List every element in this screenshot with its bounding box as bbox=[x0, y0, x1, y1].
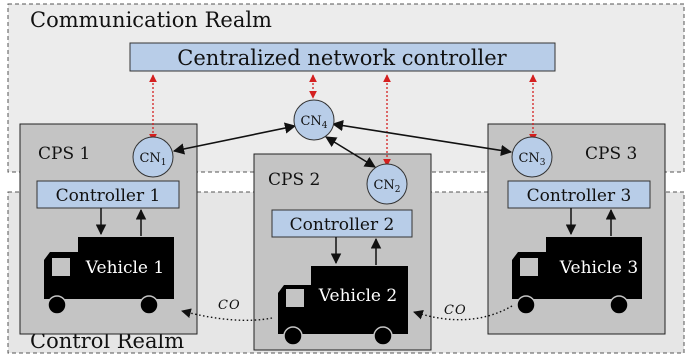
communication-realm-label: Communication Realm bbox=[30, 8, 272, 32]
cn3-subscript: 3 bbox=[540, 158, 546, 168]
svg-text:CN1: CN1 bbox=[139, 151, 166, 168]
controller-2-label: Controller 2 bbox=[290, 215, 395, 235]
controller-3-label: Controller 3 bbox=[527, 186, 632, 206]
controller-1-label: Controller 1 bbox=[56, 186, 161, 206]
cn1-node: CN1 bbox=[132, 136, 174, 178]
controller-1-box bbox=[36, 180, 180, 209]
svg-text:CN3: CN3 bbox=[518, 151, 545, 168]
cn3-text: CN bbox=[518, 151, 539, 166]
cn2-text: CN bbox=[373, 178, 394, 193]
cps-1-label: CPS 1 bbox=[38, 144, 90, 164]
co-label-left: CO bbox=[218, 298, 241, 313]
co-link-3-2 bbox=[413, 305, 513, 321]
vehicle-2-truck-icon bbox=[278, 266, 408, 346]
link-cn4-cn1 bbox=[172, 122, 297, 155]
link-cn4-cn3 bbox=[331, 120, 513, 156]
network-controller-label: Centralized network controller bbox=[177, 46, 507, 70]
vehicle-1-truck-icon bbox=[44, 237, 174, 315]
svg-text:CN2: CN2 bbox=[373, 178, 400, 195]
cn3-node: CN3 bbox=[511, 136, 553, 178]
co-link-1-2 bbox=[181, 308, 273, 322]
svg-text:CN4: CN4 bbox=[300, 114, 327, 131]
controller-3-box bbox=[507, 180, 651, 209]
cn1-text: CN bbox=[139, 151, 160, 166]
vehicle-2-label: Vehicle 2 bbox=[318, 286, 397, 306]
cn4-node: CN4 bbox=[293, 99, 335, 141]
vehicle-1-label: Vehicle 1 bbox=[85, 258, 164, 278]
network-controller-box bbox=[129, 42, 556, 72]
cps-2-label: CPS 2 bbox=[268, 170, 320, 190]
cn4-text: CN bbox=[300, 114, 321, 129]
controller-2-box bbox=[271, 209, 413, 238]
cn2-subscript: 2 bbox=[395, 185, 401, 195]
co-label-right: CO bbox=[444, 303, 467, 318]
vehicle-3-label: Vehicle 3 bbox=[559, 258, 638, 278]
cps-3-label: CPS 3 bbox=[585, 144, 637, 164]
vehicle-3-truck-icon bbox=[512, 237, 642, 315]
cn4-subscript: 4 bbox=[322, 121, 328, 131]
cn1-subscript: 1 bbox=[161, 158, 167, 168]
cn2-node: CN2 bbox=[366, 163, 408, 205]
